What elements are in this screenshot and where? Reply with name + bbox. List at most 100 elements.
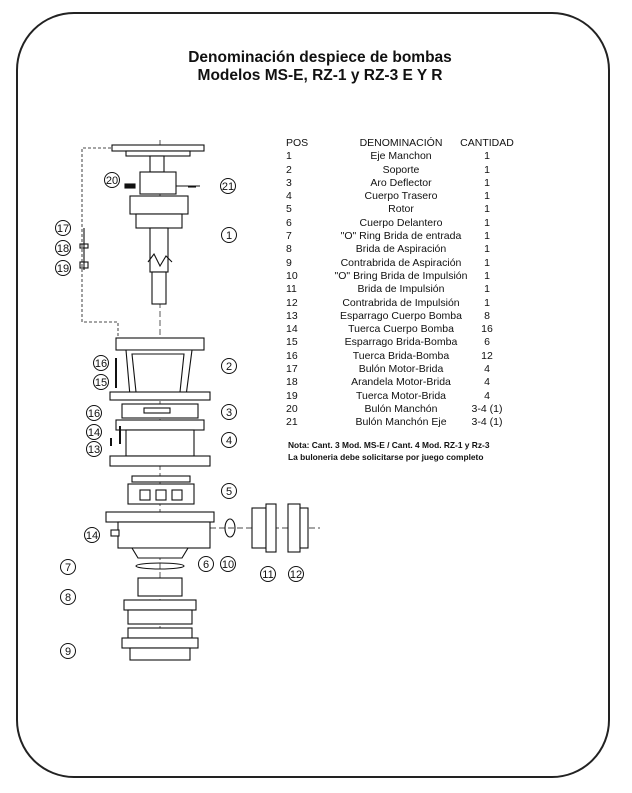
header-cantidad: CANTIDAD [460, 137, 514, 149]
callout-9: 9 [60, 643, 76, 659]
cell-pos: 11 [286, 283, 297, 296]
cell-cantidad: 1 [484, 216, 490, 229]
callout-6: 6 [198, 556, 214, 572]
cell-cantidad: 1 [484, 150, 490, 163]
svg-text:6: 6 [203, 559, 209, 571]
callout-17: 17 [55, 220, 71, 236]
cell-cantidad: 1 [484, 296, 490, 309]
page-subtitle: Modelos MS-E, RZ-1 y RZ-3 E Y R [197, 67, 443, 84]
cell-cantidad: 4 [484, 389, 490, 402]
dashed-leader [81, 147, 119, 340]
svg-text:5: 5 [226, 486, 232, 498]
part-soporte [109, 337, 211, 401]
svg-text:13: 13 [88, 444, 100, 456]
svg-text:15: 15 [95, 377, 107, 389]
callout-16b: 16 [86, 405, 102, 421]
cell-cantidad: 1 [484, 269, 490, 282]
svg-text:21: 21 [222, 181, 234, 193]
cell-pos: 17 [286, 363, 298, 376]
cell-cantidad: 8 [484, 309, 490, 322]
callout-15: 15 [93, 374, 109, 390]
cell-denominacion: Brida de Aspiración [355, 243, 447, 256]
callout-14a: 14 [86, 424, 102, 440]
cell-denominacion: Bulón Manchón Eje [355, 416, 447, 429]
cell-denominacion: Bulón Motor-Brida [358, 363, 444, 376]
cell-pos: 7 [286, 230, 292, 243]
callout-2: 2 [221, 358, 237, 374]
exploded-pump-diagram: 20 21 1 17 18 19 16 15 2 16 3 14 13 4 5 … [55, 140, 320, 661]
callout-3: 3 [221, 404, 237, 420]
cell-pos: 10 [286, 269, 298, 282]
cell-cantidad: 1 [484, 163, 490, 176]
callout-18: 18 [55, 240, 71, 256]
svg-text:3: 3 [226, 407, 232, 419]
svg-text:19: 19 [57, 263, 69, 275]
part-brida-aspiracion [121, 562, 199, 661]
callout-11: 11 [260, 566, 276, 582]
svg-text:11: 11 [262, 569, 273, 581]
cell-denominacion: Tuerca Motor-Brida [355, 389, 447, 402]
part-cuerpo-trasero [109, 419, 211, 467]
cell-denominacion: Esparrago Brida-Bomba [344, 336, 458, 349]
cell-cantidad: 4 [484, 363, 490, 376]
callout-1: 1 [221, 227, 237, 243]
cell-denominacion: Aro Deflector [370, 176, 432, 189]
svg-text:4: 4 [226, 435, 232, 447]
callout-7: 7 [60, 559, 76, 575]
cell-pos: 13 [286, 309, 298, 322]
svg-text:8: 8 [65, 592, 71, 604]
bolt-motor-brida [79, 228, 89, 270]
svg-text:16: 16 [88, 408, 100, 420]
svg-text:16: 16 [95, 358, 107, 370]
rounded-border-frame [16, 12, 610, 778]
callout-14b: 14 [84, 527, 100, 543]
cell-cantidad: 1 [484, 256, 490, 269]
cell-pos: 4 [286, 190, 292, 203]
svg-text:1: 1 [226, 230, 232, 242]
cell-pos: 8 [286, 243, 292, 256]
cell-cantidad: 1 [484, 203, 490, 216]
note-line-2: La buloneria debe solicitarse por juego … [288, 452, 484, 462]
cell-denominacion: Contrabrida de Impulsión [342, 296, 460, 309]
cell-denominacion: Contrabrida de Aspiración [340, 256, 462, 269]
cell-pos: 12 [286, 296, 298, 309]
callout-19: 19 [55, 260, 71, 276]
cell-cantidad: 1 [484, 283, 490, 296]
cell-cantidad: 6 [484, 336, 490, 349]
cell-pos: 5 [286, 203, 292, 216]
part-aro-deflector [121, 403, 199, 419]
cell-denominacion: Eje Manchon [370, 150, 432, 163]
callout-labels: 20 21 1 17 18 19 16 15 2 16 3 14 13 4 5 … [55, 172, 304, 659]
part-cuerpo-delantero [105, 503, 320, 559]
cell-pos: 6 [286, 216, 292, 229]
cell-cantidad: 3-4 (1) [471, 416, 503, 429]
callout-4: 4 [221, 432, 237, 448]
callout-12: 12 [288, 566, 304, 582]
cell-cantidad: 1 [484, 243, 490, 256]
cell-cantidad: 1 [484, 230, 490, 243]
cell-pos: 18 [286, 376, 298, 389]
cell-denominacion: Cuerpo Delantero [359, 216, 443, 229]
cell-pos: 9 [286, 256, 292, 269]
svg-text:14: 14 [88, 427, 100, 439]
svg-text:12: 12 [290, 569, 302, 581]
cell-pos: 2 [286, 163, 292, 176]
cell-denominacion: Brida de Impulsión [357, 283, 445, 296]
cell-denominacion: Rotor [388, 203, 414, 216]
cell-denominacion: Tuerca Brida-Bomba [352, 349, 450, 362]
cell-denominacion: Bulón Manchón [364, 402, 438, 415]
svg-text:14: 14 [86, 530, 98, 542]
part-eje-manchon [111, 144, 205, 305]
svg-text:7: 7 [65, 562, 71, 574]
cell-pos: 21 [286, 416, 298, 429]
cell-denominacion: "O" Ring Brida de entrada [340, 230, 462, 243]
cell-pos: 20 [286, 402, 298, 415]
cell-pos: 16 [286, 349, 298, 362]
callout-20: 20 [104, 172, 120, 188]
header-denominacion: DENOMINACIÓN [359, 137, 443, 149]
svg-text:10: 10 [222, 559, 234, 571]
callout-5: 5 [221, 483, 237, 499]
svg-text:20: 20 [106, 175, 118, 187]
svg-text:9: 9 [65, 646, 71, 658]
nut-14 [110, 529, 120, 537]
